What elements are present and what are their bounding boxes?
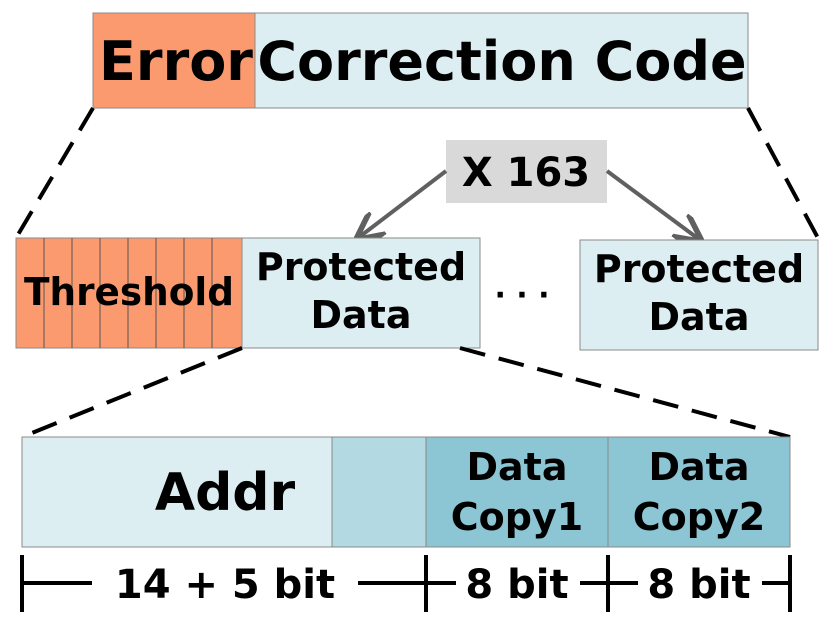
width-dimensions bbox=[20, 555, 792, 612]
threshold-bit-dividers bbox=[43, 238, 213, 348]
protected-data-box-last bbox=[579, 239, 819, 351]
correction-code-label: Correction Code bbox=[257, 30, 746, 93]
zoom-lines-lower bbox=[21, 346, 791, 439]
ellipsis: · · · bbox=[494, 278, 549, 313]
copy1-width-label: 8 bit bbox=[465, 562, 568, 608]
repeat-arrow-right bbox=[605, 169, 700, 240]
threshold-box bbox=[15, 237, 243, 349]
protected-data-label-line2: Data bbox=[311, 293, 412, 337]
addr-width-label: 14 + 5 bit bbox=[115, 562, 335, 608]
data-copy2-label-line2: Copy2 bbox=[633, 495, 765, 539]
zoom-line-right-lower bbox=[459, 346, 791, 439]
error-label: Error bbox=[99, 30, 253, 93]
ecc-bar: Error Correction Code bbox=[92, 12, 749, 109]
protected-data-label-line1: Protected bbox=[256, 245, 466, 289]
protected-data-box bbox=[241, 237, 481, 349]
copy2-width-label: 8 bit bbox=[647, 562, 750, 608]
protected-data-last-label-line2: Data bbox=[649, 295, 750, 339]
repeat-label-box bbox=[446, 140, 607, 203]
addr-box bbox=[21, 436, 333, 548]
threshold-label: Threshold bbox=[24, 270, 234, 314]
data-copy2-box bbox=[607, 436, 791, 548]
repeat-annotation: X 163 bbox=[358, 140, 700, 240]
ecc-entry-last: Protected Data bbox=[579, 239, 819, 351]
data-copy2-label-line1: Data bbox=[649, 445, 750, 489]
bit-layout-row: Addr Data Copy1 Data Copy2 bbox=[21, 436, 791, 548]
data-copy1-label-line1: Data bbox=[467, 445, 568, 489]
addr-extra-bits-box bbox=[331, 436, 427, 548]
zoom-line-right-upper bbox=[746, 107, 820, 239]
repeat-arrow-left bbox=[358, 169, 448, 238]
data-copy1-label-line2: Copy1 bbox=[451, 495, 583, 539]
zoom-line-left-lower bbox=[21, 346, 243, 439]
data-copy1-box bbox=[425, 436, 609, 548]
correction-code-box bbox=[254, 12, 749, 109]
error-box bbox=[92, 12, 256, 109]
protected-data-last-label-line1: Protected bbox=[594, 247, 804, 291]
addr-label: Addr bbox=[155, 463, 296, 523]
zoom-lines-upper bbox=[14, 106, 820, 240]
zoom-line-left-upper bbox=[14, 106, 95, 240]
repeat-label: X 163 bbox=[462, 150, 590, 196]
ecc-entry-first: Threshold Protected Data bbox=[15, 237, 481, 349]
